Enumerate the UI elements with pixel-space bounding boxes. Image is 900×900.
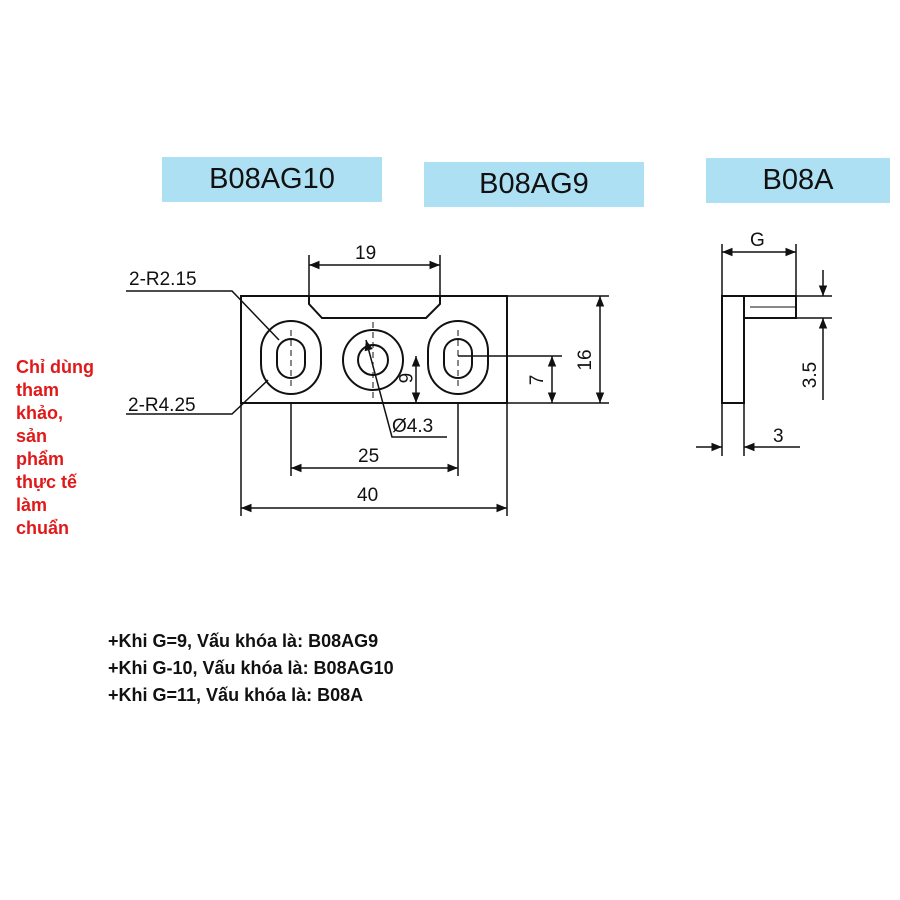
side-plate xyxy=(721,295,745,404)
model-rules: +Khi G=9, Vấu khóa là: B08AG9 +Khi G-10,… xyxy=(108,628,394,709)
plate-outline xyxy=(240,295,508,404)
center-hole xyxy=(357,344,389,376)
top-notch xyxy=(308,296,441,319)
model-label-b08a: B08A xyxy=(706,158,890,203)
dim-side-thickness: 3 xyxy=(773,426,784,447)
dim-hole-spacing: 25 xyxy=(358,446,379,467)
dim-total-width: 40 xyxy=(357,485,378,506)
model-label-b08ag9: B08AG9 xyxy=(424,162,644,207)
dim-side-g: G xyxy=(750,230,765,251)
dim-total-height: 16 xyxy=(575,349,596,370)
dim-hole-diameter: Ø4.3 xyxy=(392,416,433,437)
rule-item: +Khi G=11, Vấu khóa là: B08A xyxy=(108,685,364,705)
rule-item: +Khi G=9, Vấu khóa là: B08AG9 xyxy=(108,631,379,651)
disclaimer-note: Chỉ dùng tham khảo, sản phẩm thực tế làm… xyxy=(16,357,94,538)
right-slot-inner xyxy=(443,338,473,379)
center-counterbore xyxy=(342,329,404,391)
rule-item: +Khi G-10, Vấu khóa là: B08AG10 xyxy=(108,658,394,678)
dim-radius-small: 2-R2.15 xyxy=(129,269,197,290)
dim-radius-large: 2-R4.25 xyxy=(128,395,196,416)
dim-inner-height: 6 xyxy=(394,373,415,384)
left-slot-inner xyxy=(276,338,306,379)
model-label-b08ag10: B08AG10 xyxy=(162,157,382,202)
dim-side-depth: 3.5 xyxy=(800,362,821,388)
dim-top-width: 19 xyxy=(355,243,376,264)
dim-center-height: 7 xyxy=(527,375,548,386)
right-slot-outer xyxy=(427,320,489,395)
left-slot-outer xyxy=(260,320,322,395)
